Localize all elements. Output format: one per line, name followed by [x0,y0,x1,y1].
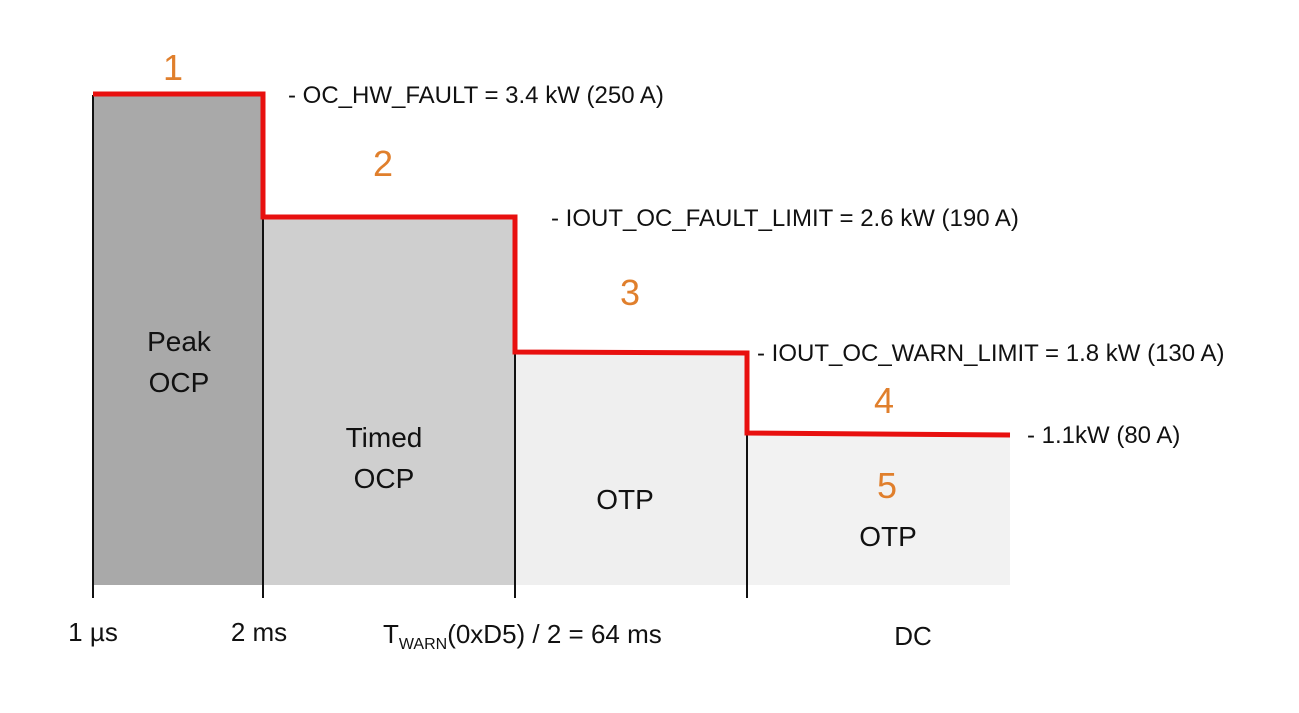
threshold-oc-hw-fault: - OC_HW_FAULT = 3.4 kW (250 A) [288,82,664,109]
region-label-timed-ocp: OCP [354,463,415,494]
step-number-5: 5 [877,465,897,506]
time-label-2ms: 2 ms [231,617,287,647]
region-otp-1 [515,353,747,585]
region-otp-2 [747,434,1010,585]
time-label-64ms: TWARN(0xD5) / 2 = 64 ms [383,619,662,653]
region-label-timed: Timed [346,422,423,453]
step-number-4: 4 [874,380,894,421]
region-label-otp-1: OTP [596,484,654,515]
time-label-64ms-rest: (0xD5) / 2 = 64 ms [447,619,662,649]
time-label-dc: DC [894,621,932,651]
threshold-iout-oc-warn-limit: - IOUT_OC_WARN_LIMIT = 1.8 kW (130 A) [757,340,1224,367]
region-label-peak: Peak [147,326,212,357]
time-label-64ms-subscript: WARN [399,636,447,653]
threshold-iout-oc-fault-limit: - IOUT_OC_FAULT_LIMIT = 2.6 kW (190 A) [551,205,1019,232]
region-peak-ocp [93,93,263,585]
limit-staircase-line [93,91,1011,438]
region-timed-ocp [263,217,515,585]
step-number-3: 3 [620,272,640,313]
threshold-dc-limit: - 1.1kW (80 A) [1027,422,1180,449]
time-label-1us: 1 µs [68,617,118,647]
time-label-64ms-main: T [383,619,399,649]
region-label-peak-ocp: OCP [149,367,210,398]
region-label-otp-2: OTP [859,521,917,552]
step-number-1: 1 [163,47,183,88]
step-number-2: 2 [373,143,393,184]
